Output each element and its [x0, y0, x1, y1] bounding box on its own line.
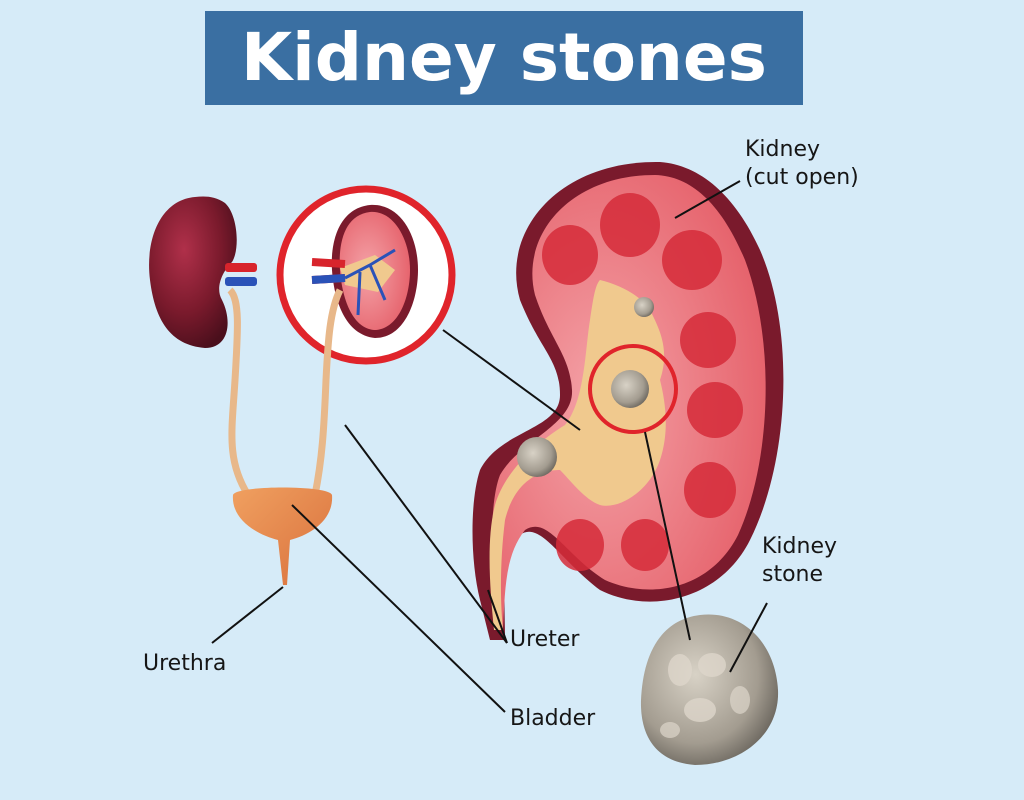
bladder-icon — [232, 487, 333, 585]
kidney-icon — [149, 196, 257, 497]
label-line: Kidney — [762, 534, 838, 559]
label-kidney-cut-open: Kidney (cut open) — [745, 136, 859, 191]
label-kidney-stone: Kidney stone — [762, 533, 837, 588]
stone-icon — [517, 437, 557, 477]
stone-icon — [611, 370, 649, 408]
label-urethra: Urethra — [143, 651, 227, 676]
title-banner: Kidney stones — [205, 11, 803, 105]
kidney-cross-section-icon — [472, 161, 784, 641]
magnified-kidney-icon — [276, 185, 456, 496]
stone-icon — [634, 297, 654, 317]
label-line: stone — [762, 561, 824, 587]
label-line: (cut open) — [745, 164, 859, 190]
stone-icon — [640, 614, 779, 765]
label-line: Kidney — [745, 137, 821, 162]
page-title: Kidney stones — [241, 19, 767, 96]
leader-lines — [211, 180, 768, 713]
label-ureter: Ureter — [510, 627, 580, 652]
label-bladder: Bladder — [510, 706, 596, 731]
